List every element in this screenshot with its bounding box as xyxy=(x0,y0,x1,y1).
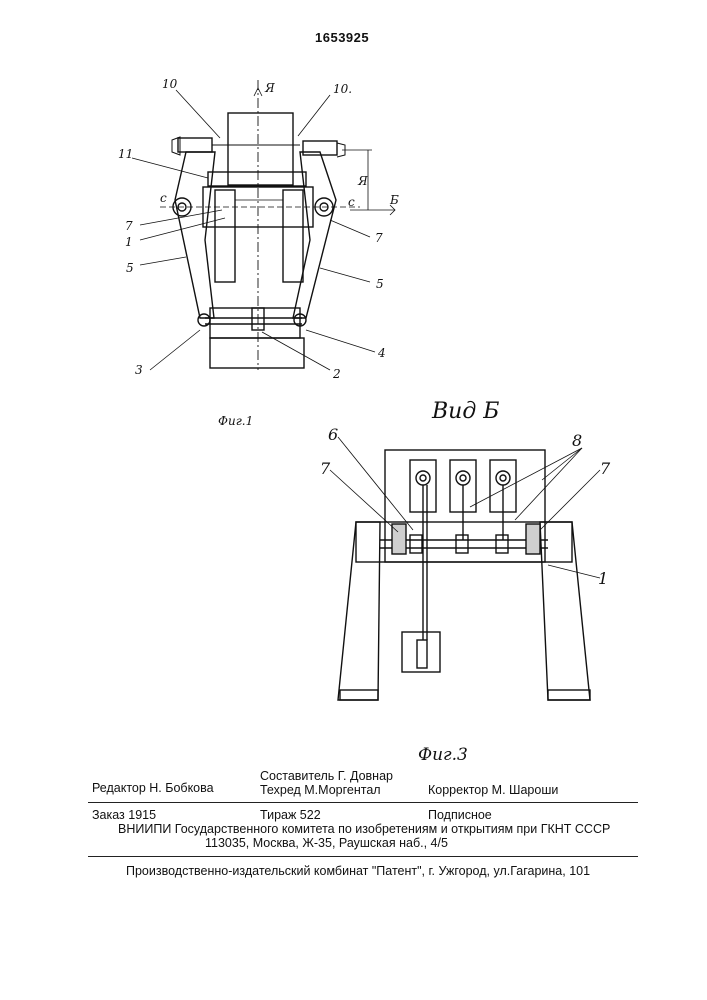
eye-3 xyxy=(496,471,510,485)
label-1-fig3: 1 xyxy=(598,569,608,588)
label-6: 6 xyxy=(328,425,338,444)
bottom-bracket xyxy=(402,632,440,672)
imprint-rule-bottom xyxy=(88,856,638,857)
figure-3-drawing: Вид Б 6 7 8 7 1 Фиг.3 xyxy=(0,0,707,770)
imprint-address: 113035, Москва, Ж-35, Раушская наб., 4/5 xyxy=(205,836,448,851)
imprint-publisher: Производственно-издательский комбинат "П… xyxy=(126,864,590,879)
imprint-order: Заказ 1915 xyxy=(92,808,156,823)
housing xyxy=(385,450,545,562)
label-7-right-fig3: 7 xyxy=(600,459,611,478)
imprint-org: ВНИИПИ Государственного комитета по изоб… xyxy=(118,822,610,837)
imprint-editor: Редактор Н. Бобкова xyxy=(92,781,214,796)
eye-2 xyxy=(456,471,470,485)
imprint-techred: Техред М.Моргентал xyxy=(260,783,381,798)
imprint-subscription: Подписное xyxy=(428,808,492,823)
leg-left xyxy=(338,522,380,700)
imprint-compiler: Составитель Г. Довнар xyxy=(260,769,393,784)
label-7-left-fig3: 7 xyxy=(320,459,331,478)
imprint-circulation: Тираж 522 xyxy=(260,808,321,823)
fig3-caption: Фиг.3 xyxy=(418,745,468,765)
imprint-corrector: Корректор М. Шароши xyxy=(428,783,558,798)
label-8: 8 xyxy=(572,431,582,450)
view-title: Вид Б xyxy=(431,399,499,424)
eye-1 xyxy=(416,471,430,485)
imprint-rule-top xyxy=(88,802,638,803)
